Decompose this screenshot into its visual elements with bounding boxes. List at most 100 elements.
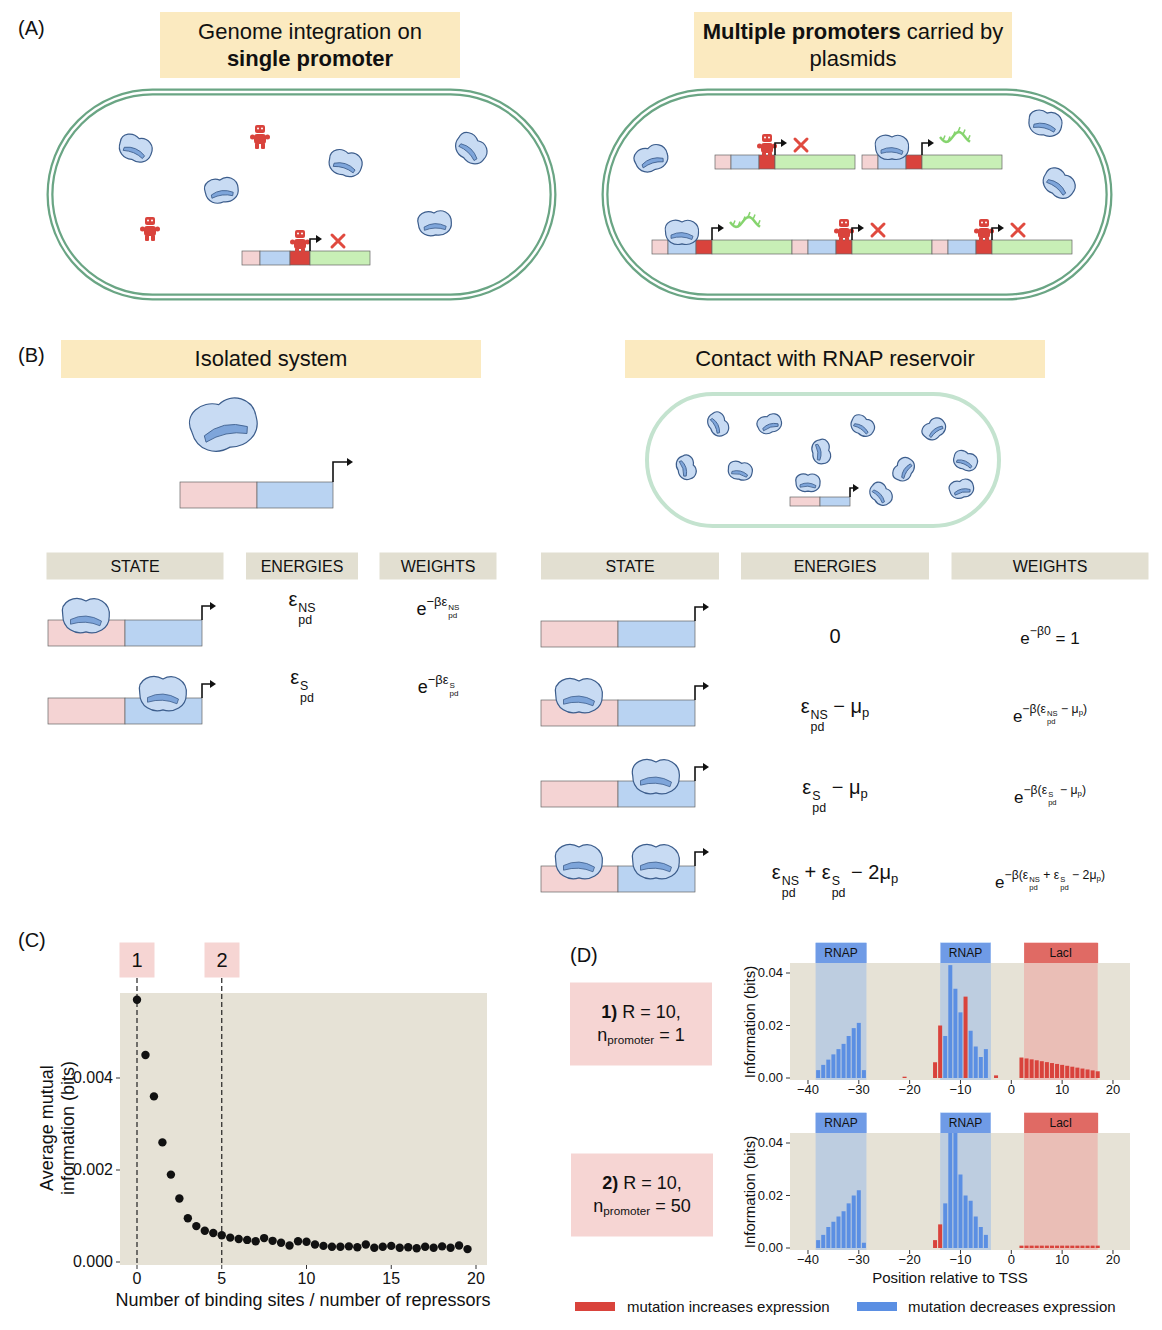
formula: e−β(εNSpd + εSpd − 2μp) (995, 868, 1105, 892)
data-point (387, 1242, 395, 1250)
rnap-body (632, 141, 672, 175)
repressor-body (838, 228, 850, 238)
data-point (209, 1229, 217, 1237)
rnap-cleft (1033, 122, 1056, 133)
rnap-cleft (928, 424, 943, 438)
info-bar (1035, 1246, 1039, 1248)
promoter-arrow (333, 462, 349, 482)
rnap-cleft (564, 862, 595, 872)
axis-text: 10 (1055, 1083, 1069, 1098)
info-bar (1019, 1246, 1023, 1248)
rnap-cleft (881, 148, 903, 155)
info-bar (857, 1023, 861, 1078)
rnap-icon (951, 448, 980, 473)
axis-text: −10 (949, 1253, 971, 1268)
promoter-arrowhead (781, 139, 787, 147)
mrna-base (753, 214, 755, 219)
data-point (243, 1236, 251, 1244)
rnap-icon (632, 845, 679, 879)
repressor-body (294, 239, 306, 249)
dna-segment (852, 240, 932, 254)
dna-segment (976, 240, 992, 254)
rnap-body (116, 131, 156, 165)
data-point (302, 1238, 310, 1246)
dna-segment (922, 155, 1002, 169)
info-bar (979, 1057, 983, 1078)
site-band (940, 1112, 991, 1250)
repressed-cross (872, 224, 884, 236)
info-bar (1050, 1063, 1054, 1078)
axis-text: Average mutual information (bits) (37, 1038, 78, 1218)
rnap-icon (919, 415, 949, 444)
repressor-eye (845, 222, 847, 224)
repressor-head (979, 219, 989, 227)
info-bar (964, 997, 968, 1078)
site-label: RNAP (816, 1113, 867, 1133)
x-tick (476, 1265, 477, 1269)
repressor-leg (301, 248, 305, 254)
info-bar (1080, 1069, 1084, 1078)
node-text: ENERGIES (794, 556, 877, 576)
node-text: RNAP (824, 1116, 857, 1131)
rnap-icon (890, 455, 917, 485)
info-bar (1040, 1246, 1044, 1248)
info-bar (852, 1196, 856, 1249)
info-bar (969, 1201, 973, 1248)
axis-text: −10 (949, 1083, 971, 1098)
rnap-body (450, 129, 491, 169)
data-point (362, 1240, 370, 1248)
info-bar (958, 1175, 962, 1249)
rnap-body (755, 411, 784, 436)
rnap-body (727, 460, 754, 482)
info-bar (969, 1031, 973, 1078)
info-bar (1019, 1058, 1023, 1078)
node-text: LacI (1049, 946, 1072, 961)
data-point (260, 1234, 268, 1242)
data-point (218, 1231, 226, 1239)
rnap-cleft (641, 862, 672, 872)
rnap-cleft (71, 616, 102, 626)
mrna-base (958, 127, 960, 132)
rnap-body (674, 453, 699, 482)
info-bar (862, 1243, 866, 1248)
promoter-arrowhead (718, 224, 724, 232)
dashed-marker (221, 978, 222, 1265)
data-point (268, 1237, 276, 1245)
dna-segment (820, 497, 850, 506)
promoter-arrowhead (703, 848, 709, 856)
rnap-body (866, 479, 896, 509)
rnap-cleft (458, 142, 479, 161)
x-tick (137, 1265, 138, 1269)
axis-text: −40 (797, 1083, 819, 1098)
panel-header: Multiple promoters carried by plasmids (694, 12, 1012, 78)
rnap-body (948, 477, 976, 500)
info-bar (1030, 1246, 1034, 1248)
data-point (319, 1242, 327, 1250)
axis-text: 0 (133, 1270, 142, 1288)
info-bar (821, 1065, 825, 1078)
info-bar (1091, 1070, 1095, 1078)
info-bar (948, 965, 952, 1078)
info-bar (1045, 1246, 1049, 1248)
repressor-arm (834, 229, 839, 234)
dna-segment (652, 240, 668, 254)
repressor-icon (834, 219, 854, 243)
axis-text: 20 (1106, 1253, 1120, 1268)
info-bar (836, 1217, 840, 1249)
dna-segment (260, 251, 290, 265)
dna-segment (731, 155, 759, 169)
data-point (311, 1240, 319, 1248)
rnap-cleft (1046, 178, 1068, 196)
info-bar (1086, 1069, 1090, 1078)
node-text: RNAP (949, 1116, 982, 1131)
node-text: WEIGHTS (1013, 556, 1088, 576)
promoter-arrowhead (316, 235, 322, 243)
info-bar (831, 1054, 835, 1078)
data-point (294, 1237, 302, 1245)
rnap-icon (866, 479, 896, 509)
repressor-icon (290, 230, 310, 254)
info-bar (842, 1044, 846, 1078)
repressor-eye (301, 233, 303, 235)
repressed-cross (332, 235, 344, 247)
data-point (328, 1243, 336, 1251)
